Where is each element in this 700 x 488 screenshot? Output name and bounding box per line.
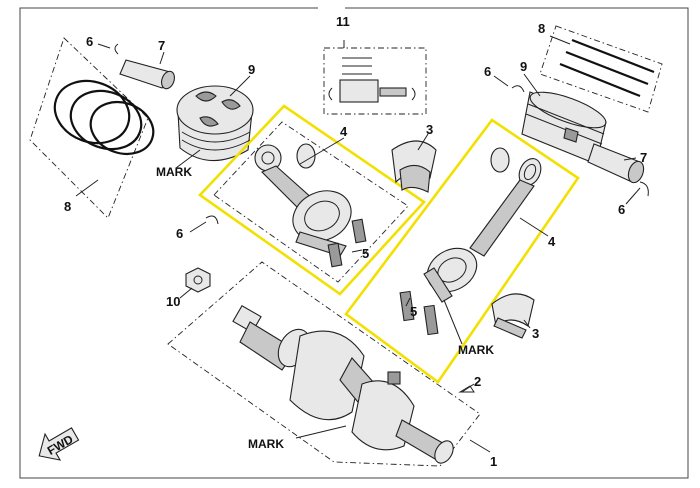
callout-1: 1	[490, 454, 497, 469]
callout-4-right: 4	[548, 234, 556, 249]
callout-4-left: 4	[340, 124, 348, 139]
crankshaft	[232, 304, 475, 464]
callout-9-right: 9	[520, 59, 527, 74]
piston-rings-right	[539, 25, 663, 113]
inset-piston-assembly	[323, 47, 427, 115]
callout-5-right: 5	[410, 304, 417, 319]
callout-3-upper: 3	[426, 122, 433, 137]
callout-7-right: 7	[640, 150, 647, 165]
connecting-rod-left	[254, 143, 367, 268]
callout-8-right: 8	[538, 21, 545, 36]
callout-7-left: 7	[158, 38, 165, 53]
mark-label-rod: MARK	[458, 343, 494, 357]
callout-8-left: 8	[64, 199, 71, 214]
piston-left	[176, 85, 254, 162]
highlight-box-left	[198, 104, 426, 296]
callout-6-bottom-right: 6	[618, 202, 625, 217]
bearing-shells-upper	[391, 140, 437, 193]
piston-rings-left	[29, 37, 155, 219]
callout-6-top-left: 6	[86, 34, 93, 49]
leader-lines	[75, 35, 641, 453]
callout-11: 11	[336, 14, 350, 29]
highlight-box-right	[344, 118, 580, 384]
piston-pin-left	[114, 43, 175, 90]
callout-3-lower: 3	[532, 326, 539, 341]
callout-6-mid-left: 6	[176, 226, 183, 241]
fwd-arrow: FWD	[38, 427, 80, 461]
callout-2: 2	[474, 374, 481, 389]
frame-border	[19, 7, 689, 479]
callout-10: 10	[166, 294, 180, 309]
piston-right	[521, 91, 607, 165]
crank-nut	[185, 267, 211, 293]
clip-mid-left	[205, 215, 219, 225]
piston-pin-right	[511, 85, 649, 197]
bearing-shells-lower	[491, 293, 535, 339]
callout-5-left: 5	[362, 246, 369, 261]
mark-label-piston: MARK	[156, 165, 192, 179]
connecting-rod-right	[399, 147, 542, 336]
crank-outline	[167, 261, 481, 467]
callout-6-top-right: 6	[484, 64, 491, 79]
callout-9-left: 9	[248, 62, 255, 77]
mark-label-crank: MARK	[248, 437, 284, 451]
